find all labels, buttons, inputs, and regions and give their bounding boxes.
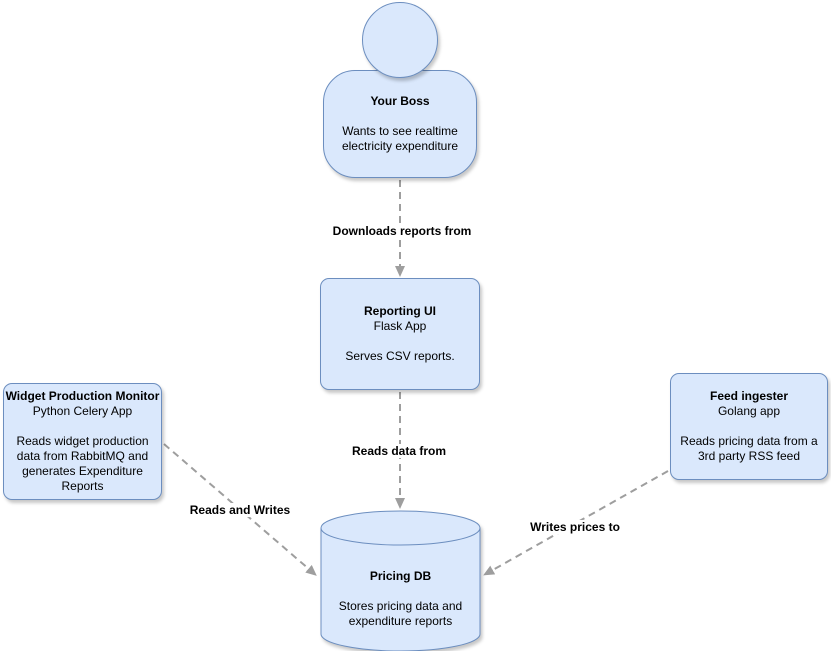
node-widget-monitor [3, 383, 162, 500]
node-boss-desc-1: Wants to see realtime [342, 124, 458, 138]
node-feed-ingester-desc-1: Reads pricing data from a [680, 434, 818, 448]
node-widget-monitor-text: Widget Production Monitor Python Celery … [3, 383, 162, 500]
actor-boss-body [323, 70, 477, 178]
edge-label-reads-and-writes: Reads and Writes [187, 503, 293, 517]
node-widget-monitor-desc-4: Reports [61, 479, 104, 493]
node-feed-ingester-text: Feed ingester Golang app Reads pricing d… [670, 373, 828, 480]
node-boss-title: Your Boss [370, 94, 430, 108]
edge-label-reads-data: Reads data from [349, 444, 449, 458]
node-reporting-ui-desc-1: Serves CSV reports. [345, 349, 455, 363]
actor-boss-head-icon [362, 2, 438, 78]
node-widget-monitor-subtitle: Python Celery App [32, 404, 133, 418]
node-feed-ingester-title: Feed ingester [709, 389, 789, 403]
node-pricing-db-cylinder-icon [320, 510, 481, 651]
node-pricing-db-title: Pricing DB [369, 569, 432, 583]
node-pricing-db-text: Pricing DB Stores pricing data and expen… [320, 569, 481, 629]
node-widget-monitor-title: Widget Production Monitor [5, 389, 160, 403]
node-reporting-ui-subtitle: Flask App [373, 319, 427, 333]
node-pricing-db-desc-1: Stores pricing data and [338, 599, 463, 613]
node-reporting-ui-text: Reporting UI Flask App Serves CSV report… [320, 278, 480, 390]
node-widget-monitor-desc-2: data from RabbitMQ and [16, 449, 149, 463]
node-pricing-db-desc-2: expenditure reports [348, 614, 453, 628]
node-feed-ingester-desc-2: 3rd party RSS feed [697, 449, 801, 463]
node-feed-ingester [670, 373, 828, 480]
edge-label-writes-prices: Writes prices to [528, 520, 622, 534]
node-reporting-ui-title: Reporting UI [364, 304, 436, 318]
node-boss-desc-2: electricity expenditure [341, 139, 459, 153]
node-widget-monitor-desc-1: Reads widget production [16, 434, 149, 448]
node-widget-monitor-desc-3: generates Expenditure [22, 464, 143, 478]
node-reporting-ui [320, 278, 480, 390]
node-feed-ingester-subtitle: Golang app [717, 404, 781, 418]
edge-label-downloads-reports: Downloads reports from [330, 224, 474, 238]
node-boss: Your Boss Wants to see realtime electric… [323, 70, 477, 178]
